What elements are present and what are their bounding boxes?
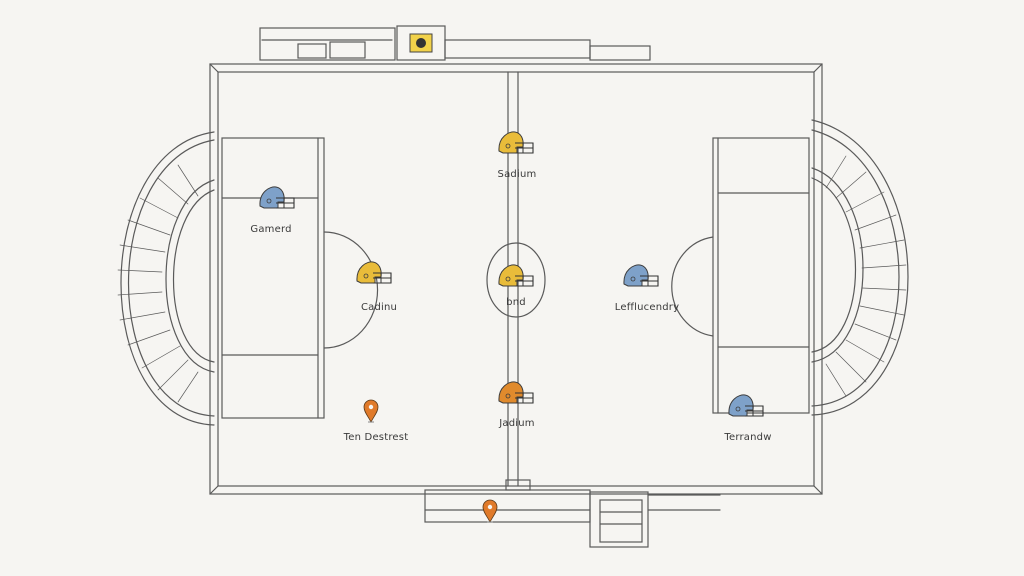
marker-label-terrandw: Terrandw bbox=[724, 432, 772, 443]
marker-label-ten-destrest: Ten Destrest bbox=[343, 432, 409, 443]
bottom-building bbox=[424, 489, 721, 548]
right-stands bbox=[811, 119, 909, 416]
marker-label-bnd: bnd bbox=[506, 297, 526, 308]
marker-label-cadinu: Cadinu bbox=[360, 302, 398, 313]
helmet-icon[interactable] bbox=[498, 131, 534, 154]
helmet-icon[interactable] bbox=[728, 394, 764, 417]
right-penalty-area bbox=[671, 137, 810, 414]
marker-label-lefflucendry: Lefflucendry bbox=[614, 302, 680, 313]
top-building bbox=[259, 25, 651, 61]
helmet-icon[interactable] bbox=[259, 186, 295, 209]
helmet-icon[interactable] bbox=[623, 264, 659, 287]
marker-label-gamerd: Gamerd bbox=[250, 224, 292, 235]
map-pin-icon[interactable] bbox=[482, 499, 498, 523]
helmet-icon[interactable] bbox=[498, 264, 534, 287]
map-pin-icon[interactable] bbox=[363, 399, 379, 423]
marker-label-sadium: Sadium bbox=[497, 169, 537, 180]
left-stands bbox=[117, 131, 215, 426]
left-penalty-area bbox=[221, 137, 379, 419]
marker-label-jadium: Jadium bbox=[499, 418, 535, 429]
center-circle bbox=[486, 242, 546, 318]
helmet-icon[interactable] bbox=[356, 261, 392, 284]
camera-icon bbox=[409, 33, 433, 53]
field-boundary bbox=[209, 63, 823, 495]
helmet-icon[interactable] bbox=[498, 381, 534, 404]
